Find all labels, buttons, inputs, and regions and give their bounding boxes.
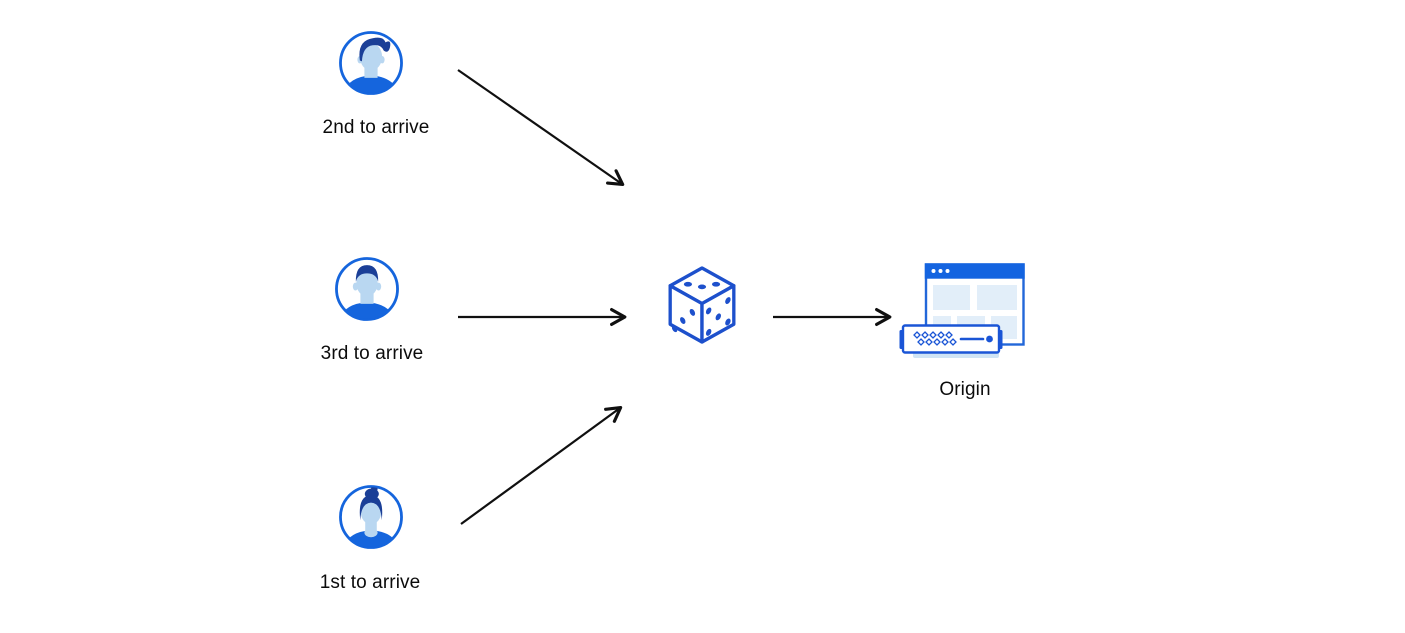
actor-label-1st: 1st to arrive: [319, 572, 421, 593]
actor-label-3rd: 3rd to arrive: [320, 343, 424, 364]
origin-label: Origin: [939, 379, 991, 400]
arrow-2nd-to-dice: [457, 69, 625, 187]
avatar-woman-bun-icon: [339, 485, 403, 549]
dice-icon: [668, 266, 736, 344]
avatar-man-pompadour-icon: [339, 31, 403, 95]
origin-server-icon: [899, 263, 1025, 358]
avatar-man-short-hair-icon: [335, 257, 399, 321]
actor-label-2nd: 2nd to arrive: [322, 117, 430, 138]
arrow-1st-to-dice: [460, 405, 623, 525]
